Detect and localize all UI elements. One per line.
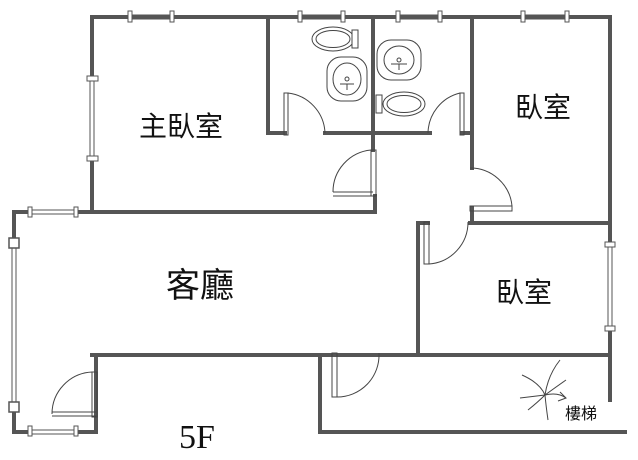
door-bottom-left bbox=[51, 371, 98, 418]
stairs-label: 樓梯 bbox=[565, 404, 597, 423]
doors bbox=[51, 92, 513, 418]
bedroom-north-label: 臥室 bbox=[515, 91, 571, 124]
bedroom-east-label: 臥室 bbox=[496, 276, 552, 309]
master-bedroom-label: 主臥室 bbox=[139, 110, 223, 143]
windows bbox=[8, 10, 616, 437]
sink-right bbox=[376, 39, 422, 81]
toilet-right bbox=[375, 91, 426, 117]
door-bedroom-north bbox=[469, 167, 513, 212]
door-bathroom-left bbox=[283, 92, 326, 136]
door-bedroom-east bbox=[423, 221, 469, 265]
door-stairs bbox=[331, 352, 380, 398]
stairs bbox=[519, 359, 567, 421]
sink-left bbox=[326, 56, 368, 102]
floor-label: 5F bbox=[179, 419, 215, 456]
door-master-bedroom bbox=[332, 149, 377, 197]
walls bbox=[12, 15, 627, 434]
fixtures bbox=[311, 26, 426, 117]
toilet-left bbox=[311, 26, 359, 52]
door-bathroom-right bbox=[427, 92, 465, 136]
living-room-label: 客廳 bbox=[166, 266, 234, 306]
